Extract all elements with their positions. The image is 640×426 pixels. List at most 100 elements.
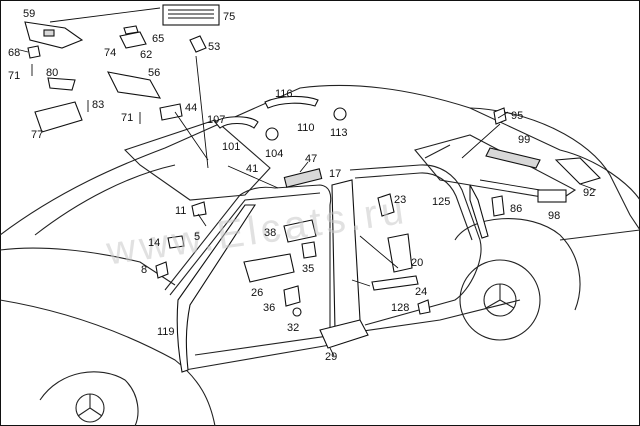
sill-line (194, 299, 521, 356)
callout-23: 23 (394, 194, 406, 206)
callout-104: 104 (265, 148, 283, 160)
leader-lines (19, 7, 597, 357)
callout-47: 47 (305, 153, 317, 165)
c-pillar-seal-125 (469, 184, 489, 239)
part-75-card (162, 4, 220, 26)
visor-mirror (43, 29, 55, 37)
callout-numbers: 59 75 68 65 74 62 53 71 80 56 83 77 71 4… (8, 8, 595, 363)
rear-hub-star (485, 284, 515, 309)
sill-trim-29 (319, 319, 369, 349)
front-door-opening-inner (169, 192, 321, 296)
part-68-clip (27, 45, 41, 59)
callout-71-b: 71 (121, 112, 133, 124)
part-65-clip (123, 25, 139, 35)
part-80-holder (47, 77, 76, 91)
callout-53: 53 (208, 41, 220, 53)
leader-41 (227, 165, 279, 189)
part-113-plug (333, 107, 347, 121)
part-47-switch (283, 168, 323, 188)
leader-20 (359, 235, 399, 269)
part-44-bracket (159, 103, 183, 121)
callout-116: 116 (275, 88, 293, 100)
roof-line (0, 84, 640, 236)
callout-65: 65 (152, 33, 164, 45)
callout-74: 74 (104, 47, 116, 59)
part-56-plate (107, 71, 162, 99)
callout-14: 14 (148, 237, 160, 249)
leader-95-b (461, 123, 501, 159)
callout-98: 98 (548, 210, 560, 222)
rear-wheel-arch (454, 218, 581, 311)
callout-75: 75 (223, 11, 235, 23)
leader-92 (579, 183, 597, 191)
callout-125: 125 (432, 196, 450, 208)
callout-38: 38 (264, 227, 276, 239)
callout-113: 113 (330, 127, 348, 139)
rear-bumper-line (559, 229, 640, 241)
callout-59: 59 (23, 8, 35, 20)
callout-24: 24 (415, 286, 427, 298)
front-wheel-arch (39, 371, 139, 426)
callout-5: 5 (194, 231, 200, 243)
callout-26: 26 (251, 287, 263, 299)
callout-35: 35 (302, 263, 314, 275)
callout-83: 83 (92, 99, 104, 111)
part-53-bracket (189, 35, 207, 53)
callout-17: 17 (329, 168, 341, 180)
fender-line (0, 299, 216, 426)
part-98-box (537, 189, 567, 203)
part-8-clip (155, 261, 169, 279)
rear-wheel-outer (459, 259, 541, 341)
leader-29 (329, 347, 335, 357)
callout-56: 56 (148, 67, 160, 79)
callout-101: 101 (222, 141, 240, 153)
part-23-clip (377, 193, 395, 217)
callout-77: 77 (31, 129, 43, 141)
callout-29: 29 (325, 351, 337, 363)
leader-5 (197, 213, 207, 227)
callout-41: 41 (246, 163, 258, 175)
callout-8: 8 (141, 264, 147, 276)
part-101-grab-handle (214, 116, 259, 129)
parcel-detail (424, 144, 451, 159)
callout-110: 110 (297, 122, 315, 134)
windshield-line (34, 164, 176, 236)
callout-32: 32 (287, 322, 299, 334)
callout-119: 119 (157, 326, 175, 338)
callout-44: 44 (185, 102, 197, 114)
leader-95 (497, 111, 509, 119)
callout-36: 36 (263, 302, 275, 314)
leader-53 (195, 55, 209, 169)
lower-sill (184, 344, 331, 371)
part-36-clip (283, 285, 301, 307)
part-26-trim (243, 253, 295, 283)
callout-68: 68 (8, 47, 20, 59)
pillar-trims (176, 179, 489, 373)
front-emblem-star (77, 394, 103, 417)
part-110-grab-handle (264, 95, 319, 109)
callout-99: 99 (518, 134, 530, 146)
callout-86: 86 (510, 203, 522, 215)
part-74-holder (119, 31, 147, 49)
hood-line (0, 247, 176, 286)
part-104-plug (265, 127, 279, 141)
headliner-front (123, 119, 271, 201)
part-38-trim (283, 219, 317, 243)
leader-59-75 (49, 7, 161, 23)
part-92-cover (554, 157, 602, 185)
rear-door-opening (349, 164, 482, 326)
part-86-clip (491, 195, 505, 217)
callout-80: 80 (46, 67, 58, 79)
part-32-screw (292, 307, 302, 317)
part-77-mirror (34, 101, 83, 133)
part-128-clip (417, 299, 431, 315)
components (24, 4, 602, 317)
a-pillar-seal-119 (176, 204, 257, 373)
callout-71-a: 71 (8, 70, 20, 82)
callout-107: 107 (207, 114, 225, 126)
part-24-strip (371, 275, 419, 291)
leader-47 (299, 161, 309, 173)
part-95-clip (493, 107, 507, 125)
part-14-clip (167, 235, 185, 249)
